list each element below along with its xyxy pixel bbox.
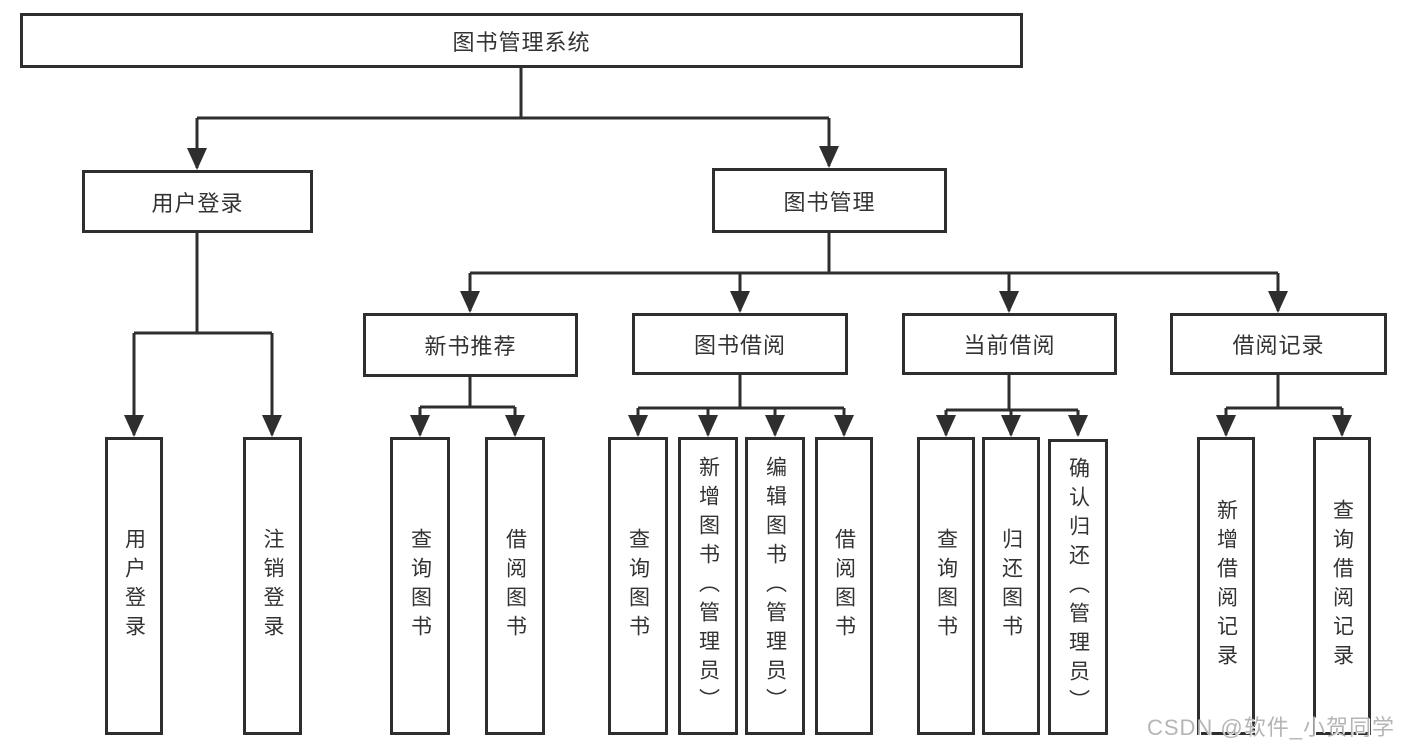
csdn-watermark: CSDN @软件_小贺同学 (1146, 715, 1395, 740)
node-borrow-record: 借阅记录 (1170, 313, 1387, 375)
node-user-login: 用户登录 (82, 170, 313, 233)
leaf-logout: 注销登录 (243, 437, 302, 735)
arrowhead-icons (124, 146, 1352, 437)
leaf-query-books-borrow: 查询图书 (608, 437, 668, 735)
leaf-query-borrow-record: 查询借阅记录 (1313, 437, 1371, 735)
node-current-borrow: 当前借阅 (902, 313, 1117, 375)
node-book-management: 图书管理 (712, 168, 947, 233)
leaf-borrow-books-recommend: 借阅图书 (485, 437, 545, 735)
leaf-return-books: 归还图书 (982, 437, 1040, 735)
leaf-add-borrow-record: 新增借阅记录 (1197, 437, 1255, 735)
leaf-confirm-return-admin: 确认归还（管理员） (1048, 439, 1108, 735)
leaf-edit-books-admin: 编辑图书（管理员） (745, 437, 805, 735)
node-new-book-recommend: 新书推荐 (363, 313, 578, 377)
leaf-query-books-recommend: 查询图书 (390, 437, 450, 735)
leaf-borrow-books: 借阅图书 (815, 437, 873, 735)
leaf-add-books-admin: 新增图书（管理员） (678, 437, 738, 735)
node-root-system: 图书管理系统 (20, 13, 1023, 68)
leaf-query-books-current: 查询图书 (917, 437, 975, 735)
node-book-borrow: 图书借阅 (632, 313, 848, 375)
leaf-user-login: 用户登录 (105, 437, 163, 735)
